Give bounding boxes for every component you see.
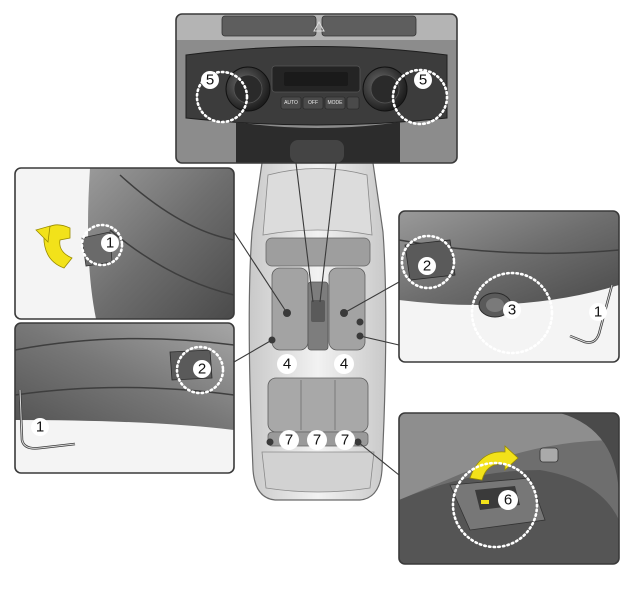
highlight-circle-seat-switch-left bbox=[175, 345, 225, 395]
climate-mode-label: MODE bbox=[328, 100, 344, 106]
left-bottom-panel bbox=[15, 323, 234, 473]
highlight-circle-left-knob bbox=[195, 70, 249, 124]
callout-7-center: 7 bbox=[307, 430, 327, 450]
svg-text:3: 3 bbox=[508, 302, 516, 319]
right-bottom-panel bbox=[399, 413, 619, 564]
svg-text:1: 1 bbox=[594, 304, 602, 321]
callout-3-right-top: 3 bbox=[503, 301, 521, 319]
right-top-panel-frame bbox=[398, 210, 620, 363]
svg-text:7: 7 bbox=[313, 432, 321, 449]
svg-text:5: 5 bbox=[206, 72, 214, 89]
left-bottom-panel-frame bbox=[14, 322, 235, 474]
svg-text:1: 1 bbox=[36, 419, 44, 436]
callout-4-left: 4 bbox=[277, 354, 297, 374]
climate-auto-label: AUTO bbox=[284, 100, 298, 106]
highlight-circle-lever bbox=[80, 223, 124, 267]
callout-1-left-bottom: 1 bbox=[31, 418, 49, 436]
callout-6-console: 6 bbox=[498, 490, 518, 510]
svg-text:6: 6 bbox=[504, 492, 512, 509]
svg-text:2: 2 bbox=[423, 258, 431, 275]
highlight-circle-console-switch bbox=[451, 461, 539, 549]
highlight-circle-right-knob bbox=[391, 68, 449, 126]
callout-2-right-top: 2 bbox=[418, 257, 436, 275]
svg-text:7: 7 bbox=[341, 432, 349, 449]
callout-7-right: 7 bbox=[335, 430, 355, 450]
lever-pull-arrow-icon bbox=[43, 224, 73, 269]
climate-off-label: OFF bbox=[308, 100, 318, 106]
svg-text:4: 4 bbox=[283, 356, 291, 373]
leader-lines bbox=[233, 162, 400, 476]
callout-4-right: 4 bbox=[334, 354, 354, 374]
callout-7-left: 7 bbox=[279, 430, 299, 450]
highlight-circle-knob-right bbox=[470, 271, 554, 355]
callout-2-left-bottom: 2 bbox=[193, 360, 211, 378]
svg-text:5: 5 bbox=[419, 72, 427, 89]
callout-5-right: 5 bbox=[414, 71, 432, 89]
left-top-panel-frame bbox=[14, 167, 235, 320]
callout-1-left-top: 1 bbox=[101, 234, 119, 252]
svg-text:2: 2 bbox=[198, 361, 206, 378]
highlight-circle-seat-switch-right bbox=[400, 234, 456, 290]
climate-panel bbox=[176, 14, 457, 163]
svg-text:4: 4 bbox=[340, 356, 348, 373]
callout-5-left: 5 bbox=[201, 71, 219, 89]
svg-text:1: 1 bbox=[106, 235, 114, 252]
right-bottom-panel-frame bbox=[398, 412, 620, 565]
callout-1-right-top: 1 bbox=[589, 303, 607, 321]
right-top-panel bbox=[399, 211, 619, 362]
left-top-panel bbox=[15, 168, 234, 319]
climate-panel-frame bbox=[175, 13, 458, 164]
svg-text:7: 7 bbox=[285, 432, 293, 449]
